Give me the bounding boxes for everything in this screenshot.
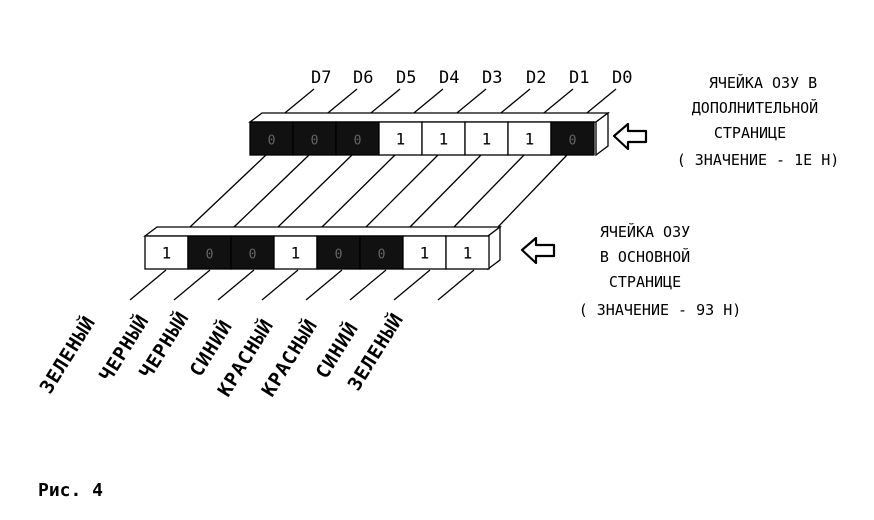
bit-label-d7: D7 xyxy=(311,68,331,88)
bit-label-d3: D3 xyxy=(482,68,502,88)
extra-page-cell-value-5: 1 xyxy=(482,130,492,149)
bit-label-d5: D5 xyxy=(396,68,416,88)
extra-page-cell-5 xyxy=(464,121,509,156)
main-page-cell-7 xyxy=(445,235,490,270)
figure-label: Рис. 4 xyxy=(38,480,103,501)
extra-page-cell-value-1: 0 xyxy=(311,134,319,149)
main-page-cell-5 xyxy=(359,235,404,270)
main-page-cell-6 xyxy=(402,235,447,270)
main-page-cell-value-3: 1 xyxy=(291,244,301,263)
extra-page-cell-value-7: 0 xyxy=(569,134,577,149)
extra-caption-line-4: ( ЗНАЧЕНИЕ - 1Е Н) xyxy=(677,151,840,169)
extra-page-cell-1 xyxy=(292,121,337,156)
color-label-b7: ЗЕЛЕНЫЙ xyxy=(35,312,101,398)
extra-page-cell-3 xyxy=(378,121,423,156)
main-caption-line-4: ( ЗНАЧЕНИЕ - 93 Н) xyxy=(579,301,742,319)
bit-label-d2: D2 xyxy=(526,68,546,88)
main-page-cell-value-5: 0 xyxy=(378,248,386,263)
extra-page-cell-value-2: 0 xyxy=(354,134,362,149)
bit-label-d0: D0 xyxy=(612,68,632,88)
bit-mapping-lines xyxy=(189,154,568,228)
main-page-cell-3 xyxy=(273,235,318,270)
bit-label-d4: D4 xyxy=(439,68,459,88)
arrow-left-icon xyxy=(612,122,648,151)
extra-caption-line-1: ЯЧЕЙКА ОЗУ В xyxy=(709,73,817,92)
main-caption-line-3: СТРАНИЦЕ xyxy=(609,273,681,291)
bit-labels: D7 D6 D5 D4 D3 D2 D1 D0 xyxy=(311,68,632,88)
extra-page-cell-4 xyxy=(421,121,466,156)
main-page-cell-1 xyxy=(187,235,232,270)
extra-page-cell-value-4: 1 xyxy=(439,130,449,149)
main-page-cell-value-4: 0 xyxy=(335,248,343,263)
main-page-cell-value-2: 0 xyxy=(249,248,257,263)
bit-label-d1: D1 xyxy=(569,68,589,88)
color-label-b0: ЗЕЛЕНЫЙ xyxy=(343,309,409,395)
arrow-left-icon xyxy=(520,236,556,265)
main-page-caption: ЯЧЕЙКА ОЗУ В ОСНОВНОЙ СТРАНИЦЕ ( ЗНАЧЕНИ… xyxy=(579,222,742,319)
main-page-cell-value-1: 0 xyxy=(206,248,214,263)
main-caption-line-1: ЯЧЕЙКА ОЗУ xyxy=(600,222,690,241)
extra-page-cell-value-0: 0 xyxy=(268,134,276,149)
extra-page-cell-7 xyxy=(550,121,595,156)
main-caption-line-2: В ОСНОВНОЙ xyxy=(600,247,690,266)
extra-caption-line-3: СТРАНИЦЕ xyxy=(714,124,786,142)
extra-page-cell-0 xyxy=(249,121,294,156)
extra-page-caption: ЯЧЕЙКА ОЗУ В ДОПОЛНИТЕЛЬНОЙ СТРАНИЦЕ ( З… xyxy=(677,73,840,169)
main-page-cell-value-7: 1 xyxy=(463,244,473,263)
color-leader-lines xyxy=(129,269,475,301)
extra-page-cell-value-6: 1 xyxy=(525,130,535,149)
label-leader-lines xyxy=(279,88,617,118)
main-page-cell-0 xyxy=(144,235,189,270)
extra-page-register: 0 0 0 1 1 1 1 0 xyxy=(248,111,610,157)
color-labels: ЗЕЛЕНЫЙ ЧЕРНЫЙ ЧЕРНЫЙ СИНИЙ КРАСНЫЙ КРАС… xyxy=(35,307,409,400)
main-page-cell-value-0: 1 xyxy=(162,244,172,263)
main-page-cell-value-6: 1 xyxy=(420,244,430,263)
extra-page-cell-6 xyxy=(507,121,552,156)
bit-label-d6: D6 xyxy=(353,68,373,88)
extra-page-cell-value-3: 1 xyxy=(396,130,406,149)
main-page-register: 1 0 0 1 0 0 1 1 xyxy=(143,225,502,271)
extra-caption-line-2: ДОПОЛНИТЕЛЬНОЙ xyxy=(692,98,818,117)
